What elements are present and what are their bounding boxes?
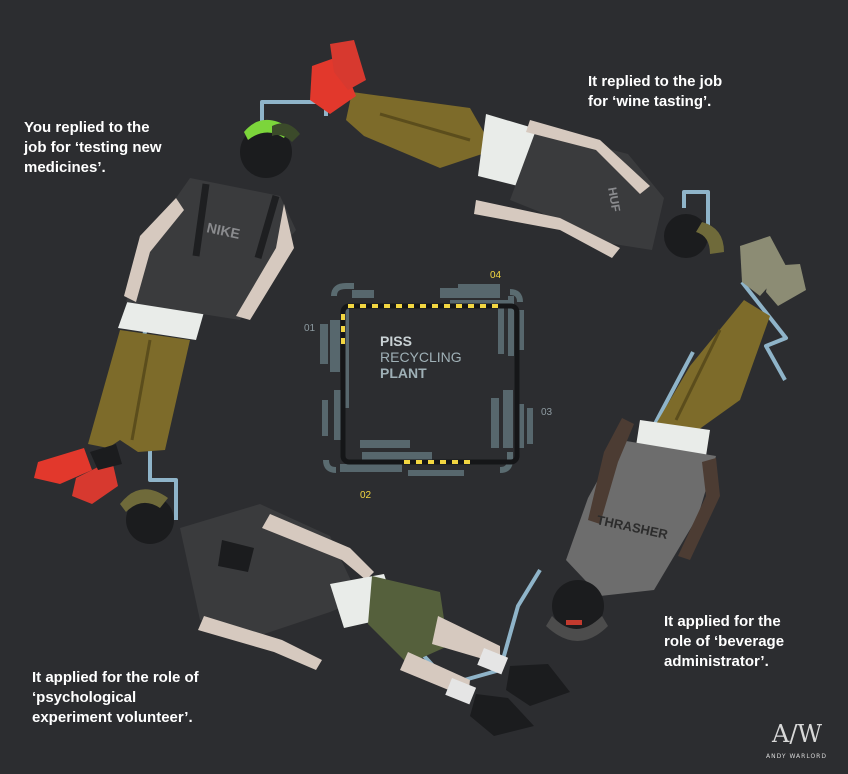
station-01-label: 01 <box>304 323 316 334</box>
recycling-plant-diagram: 01 02 03 04 PISS RECYCLING PLANT <box>304 270 553 501</box>
caption-bottom-left: It applied for the role of ‘psychologica… <box>32 669 199 726</box>
figure-thrasher-hoodie: THRASHER <box>546 236 806 641</box>
plant-title-line2: RECYCLING <box>380 349 462 365</box>
plant-title-line1: PISS <box>380 333 412 349</box>
station-03-label: 03 <box>541 407 553 418</box>
artist-signature-mark: A/W ANDY WARLORD <box>766 720 827 760</box>
figure-green-shorts <box>120 489 570 736</box>
signature-initials: A/W <box>771 720 822 748</box>
station-02-label: 02 <box>360 490 372 501</box>
caption-bottom-right: It applied for the role of ‘beverage adm… <box>664 613 785 670</box>
shirt-text-nike: NIKE <box>205 219 241 242</box>
figure-huf-shirt: HUF <box>310 40 724 258</box>
caption-top-left: You replied to the job for ‘testing new … <box>24 119 162 176</box>
caption-top-right: It replied to the job for ‘wine tasting’… <box>588 73 723 110</box>
figure-nike-shirt: NIKE <box>34 119 300 504</box>
station-04-label: 04 <box>490 270 502 281</box>
plant-flow-dashes <box>341 304 498 464</box>
plant-loop <box>340 303 520 465</box>
signature-name: ANDY WARLORD <box>766 753 827 760</box>
shirt-text-huf: HUF <box>605 186 623 213</box>
plant-panels <box>320 284 533 476</box>
plant-title-line3: PLANT <box>380 365 427 381</box>
